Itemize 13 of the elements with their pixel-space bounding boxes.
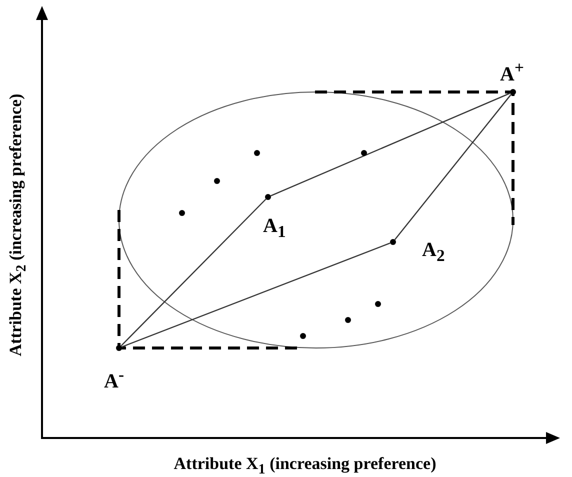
point-label: A$^{+}$ xyxy=(500,60,524,85)
alternative-point xyxy=(116,345,122,351)
point-label: A$^{-}$ xyxy=(104,367,124,392)
alternative-point xyxy=(265,194,271,200)
connector-line xyxy=(120,198,266,346)
point-label: A$_{1}$ xyxy=(263,216,286,241)
point-label: A$_{2}$ xyxy=(422,240,445,265)
alternative-point xyxy=(510,89,516,95)
connector-line xyxy=(394,94,512,240)
axis-title: Attribute X$_{1}$ (increasing preference) xyxy=(174,455,436,477)
alternative-point xyxy=(390,239,396,245)
connector-line xyxy=(122,242,390,348)
connector-line xyxy=(270,92,510,196)
